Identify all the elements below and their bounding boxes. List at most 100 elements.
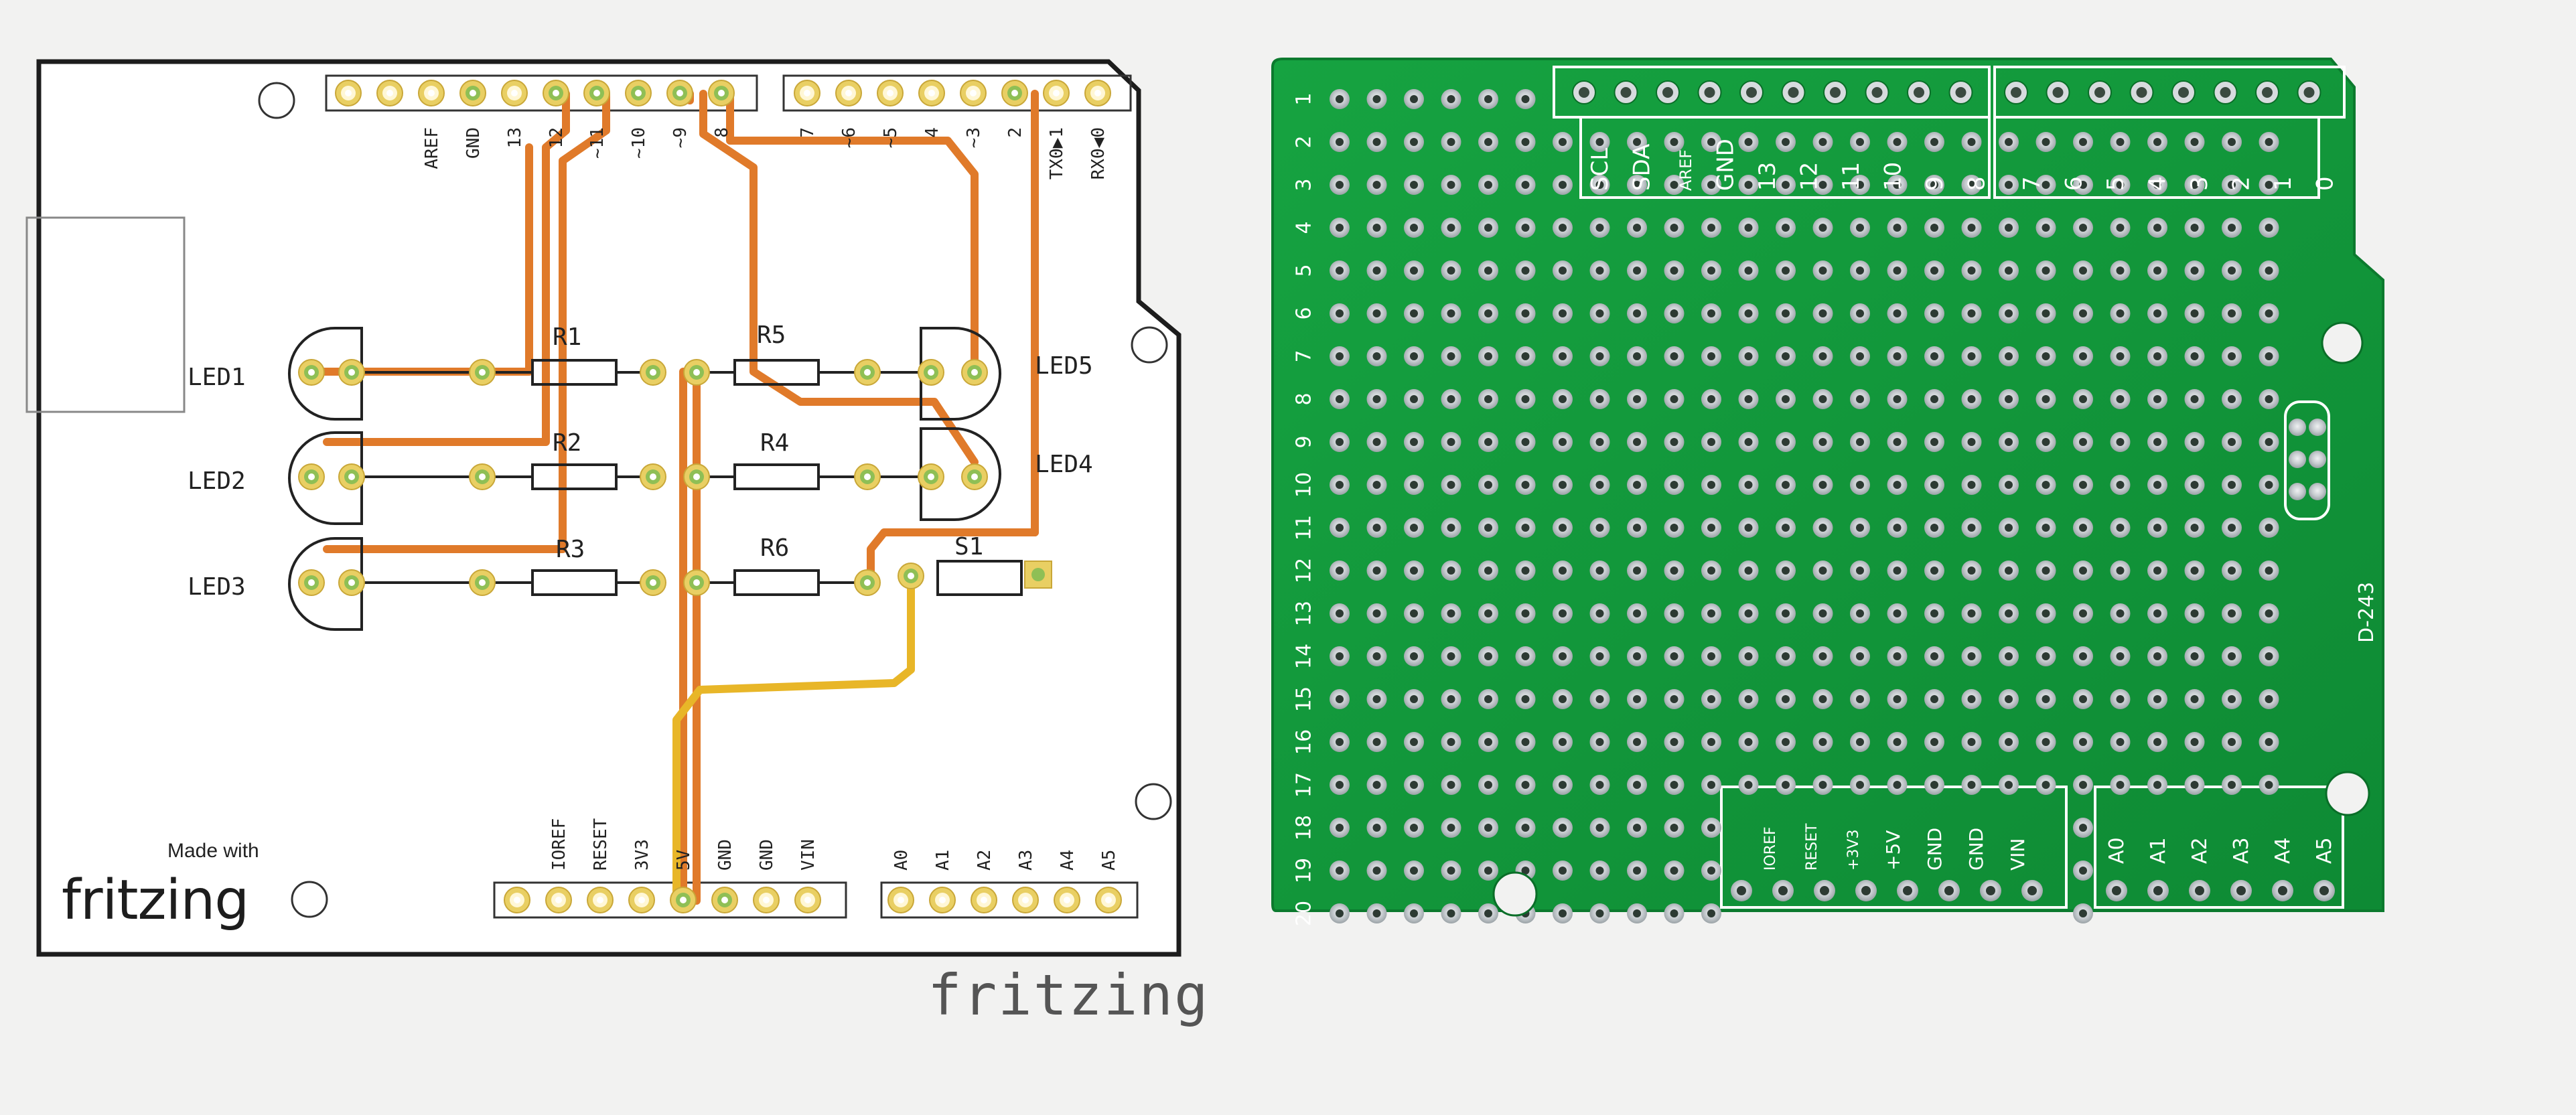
grid-hole (1701, 303, 1721, 323)
grid-hole (1887, 732, 1908, 752)
power-header-hole (1814, 880, 1835, 901)
row-number: 14 (1293, 644, 1316, 669)
grid-hole (1553, 903, 1573, 923)
grid-hole (2184, 303, 2205, 323)
grid-hole (1441, 561, 1461, 581)
grid-hole (2259, 518, 2279, 538)
grid-hole (1404, 218, 1424, 238)
fritzing-logo-outer: fritzing (928, 962, 1210, 1028)
mounting-hole-outline (291, 881, 328, 918)
grid-hole (1664, 475, 1685, 495)
grid-hole (1441, 646, 1461, 666)
grid-hole (2110, 646, 2131, 666)
grid-hole (1999, 689, 2019, 709)
grid-hole (1850, 475, 1870, 495)
grid-hole (1627, 518, 1647, 538)
mounting-hole-outline (1135, 783, 1172, 820)
grid-hole (1627, 818, 1647, 838)
grid-hole (1515, 389, 1536, 409)
grid-hole (1887, 646, 1908, 666)
grid-hole (1404, 89, 1424, 109)
grid-hole (1850, 303, 1870, 323)
grid-hole (1478, 303, 1498, 323)
grid-hole (1738, 732, 1759, 752)
icsp-hole (2289, 419, 2306, 436)
power-header-label: +3V3 (1845, 830, 1862, 871)
analog-header-hole (2313, 880, 2335, 901)
header-hole (2213, 80, 2238, 104)
grid-hole (1330, 89, 1350, 109)
top-pin-label: RX0◀0 (1088, 127, 1108, 179)
grid-hole (2035, 475, 2056, 495)
solder-pad (683, 359, 710, 386)
header-hole (2171, 80, 2196, 104)
s1-label: S1 (954, 533, 983, 561)
solder-pad (640, 359, 666, 386)
grid-hole (1515, 646, 1536, 666)
grid-hole (1441, 432, 1461, 452)
grid-hole (2147, 646, 2167, 666)
led5-label: LED5 (1035, 352, 1093, 380)
grid-hole (2147, 561, 2167, 581)
grid-hole (1738, 561, 1759, 581)
grid-hole (1924, 389, 1944, 409)
grid-hole (1330, 861, 1350, 881)
grid-hole (2110, 603, 2131, 623)
grid-hole (1589, 175, 1610, 195)
grid-hole (1366, 561, 1387, 581)
grid-hole (2259, 603, 2279, 623)
grid-hole (1515, 132, 1536, 152)
grid-hole (2073, 175, 2093, 195)
grid-hole (1701, 218, 1721, 238)
grid-hole (2147, 775, 2167, 795)
solder-pad (929, 887, 956, 913)
grid-hole (1366, 261, 1387, 281)
grid-hole (1961, 303, 1982, 323)
grid-hole (2222, 175, 2242, 195)
solder-pad (501, 80, 528, 106)
top-header-label: 4 (2145, 176, 2171, 191)
top-header-frame-left (325, 74, 758, 112)
solder-pad (960, 80, 987, 106)
grid-hole (1589, 561, 1610, 581)
grid-hole (1478, 775, 1498, 795)
grid-hole (2222, 261, 2242, 281)
top-pin-label: ~6 (839, 127, 859, 148)
grid-hole (1812, 218, 1833, 238)
solder-pad (1043, 80, 1070, 106)
solder-pad (625, 80, 652, 106)
grid-hole (2222, 132, 2242, 152)
grid-hole (2184, 175, 2205, 195)
grid-hole (1887, 175, 1908, 195)
solder-pad (971, 887, 997, 913)
grid-hole (1330, 475, 1350, 495)
grid-hole (2184, 689, 2205, 709)
grid-hole (2184, 561, 2205, 581)
grid-hole (1999, 175, 2019, 195)
bottom-header-frame-right (880, 881, 1139, 919)
top-pin-label: TX0▶1 (1047, 127, 1067, 179)
grid-hole (1701, 732, 1721, 752)
solder-pad (666, 80, 693, 106)
grid-hole (1850, 389, 1870, 409)
grid-hole (1812, 775, 1833, 795)
grid-hole (2184, 218, 2205, 238)
grid-hole (1627, 432, 1647, 452)
header-hole (1781, 80, 1806, 104)
grid-hole (1961, 475, 1982, 495)
grid-hole (1887, 603, 1908, 623)
row-number: 13 (1293, 601, 1316, 626)
solder-pad (469, 359, 496, 386)
solder-pad (418, 80, 445, 106)
bottom-analog-box (2094, 786, 2344, 909)
row-number: 8 (1293, 392, 1316, 405)
power-header-hole (1938, 880, 1960, 901)
grid-hole (1441, 732, 1461, 752)
grid-hole (1330, 775, 1350, 795)
header-hole (2004, 80, 2028, 104)
grid-hole (1553, 261, 1573, 281)
row-number: 11 (1293, 515, 1316, 540)
grid-hole (1478, 646, 1498, 666)
grid-hole (1515, 218, 1536, 238)
grid-hole (2259, 689, 2279, 709)
